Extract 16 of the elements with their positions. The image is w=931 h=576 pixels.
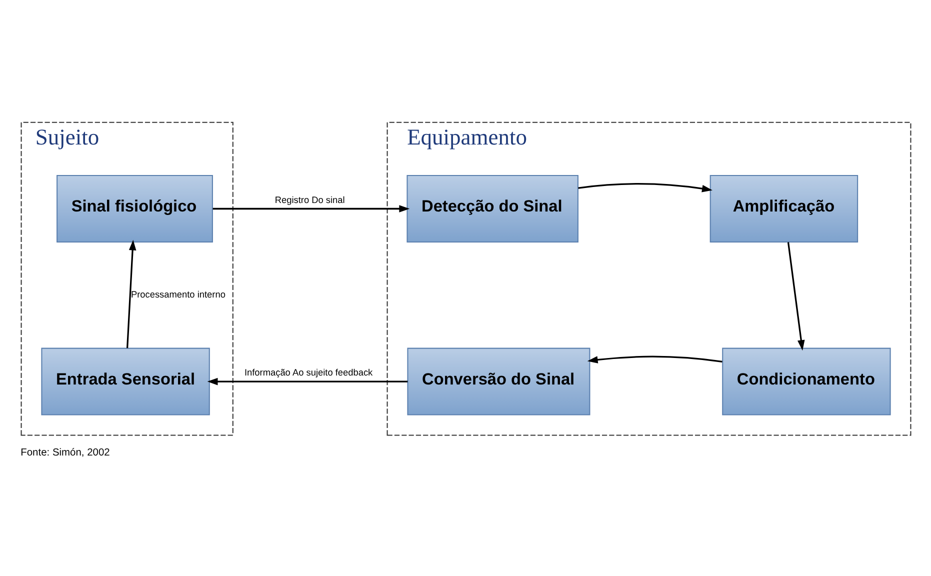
node-box: Amplificação <box>709 174 858 242</box>
node-box: Entrada Sensorial <box>40 347 210 415</box>
node-box: Conversão do Sinal <box>406 347 590 415</box>
arrow <box>206 377 408 385</box>
caption: Fonte: Simón, 2002 <box>20 447 110 458</box>
arrow <box>212 204 410 212</box>
arrow <box>786 242 804 350</box>
arrow <box>126 239 136 348</box>
edge-label: Registro Do sinal <box>274 194 344 204</box>
arrow <box>578 182 712 192</box>
node-box: Sinal fisiológico <box>56 174 212 242</box>
edge-label: Processamento interno <box>130 288 225 299</box>
node-box: Detecção do Sinal <box>406 174 578 242</box>
node-box: Condicionamento <box>722 347 890 415</box>
edge-label: Informação Ao sujeito feedback <box>244 367 372 378</box>
arrow <box>586 355 722 363</box>
